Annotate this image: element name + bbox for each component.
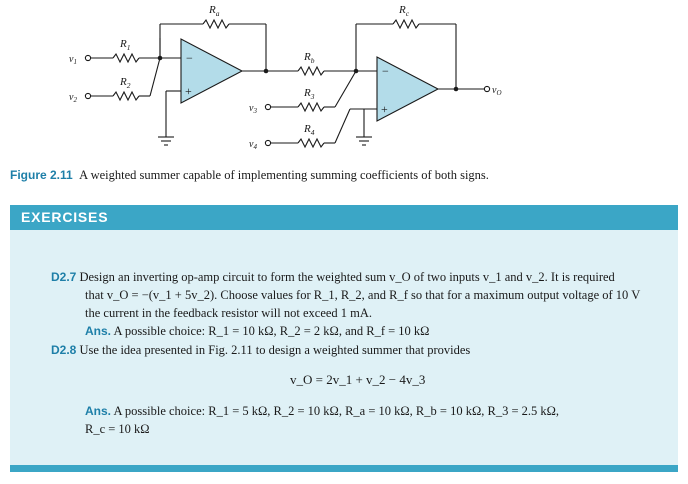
r1-resistor [112,52,140,64]
exercise-d27-line2: that v_O = −(v_1 + 5v_2). Choose values … [85,288,641,302]
exercise-d27: D2.7 Design an inverting op-amp circuit … [51,268,615,287]
v3-label: v3 [249,103,257,115]
op-amp-2 [376,56,440,122]
r4-label: R4 [303,123,315,137]
weighted-summer-circuit: Ra Rc R1 R2 Rb R3 R4 v1 v2 v3 v4 vO − + … [69,4,502,151]
figure-caption-text: A weighted summer capable of implementin… [79,168,489,182]
rc-label: Rc [398,4,410,18]
v4-label: v4 [249,139,257,151]
exercise-d27-id: D2.7 [51,270,77,284]
rb-resistor [297,65,325,77]
exercise-d28-id: D2.8 [51,343,77,357]
exercise-d28: D2.8 Use the idea presented in Fig. 2.11… [51,341,470,360]
exercise-d27-line1: Design an inverting op-amp circuit to fo… [79,270,615,284]
v1-label: v1 [69,54,77,66]
r4-resistor [297,137,325,149]
r2-resistor [112,90,140,102]
ra-resistor [202,18,230,30]
v2-label: v2 [69,92,77,104]
op-amp-1-plus: + [185,84,192,98]
exercise-d27-answer-text: A possible choice: R_1 = 10 kΩ, R_2 = 2 … [113,324,430,338]
op-amp-1 [180,38,244,104]
ra-label: Ra [208,4,220,18]
exercises-bottom-bar [10,465,678,472]
rc-resistor [392,18,420,30]
exercise-d28-answer-line2: R_c = 10 kΩ [85,422,150,436]
exercise-d28-line1: Use the idea presented in Fig. 2.11 to d… [79,343,471,357]
exercises-header: EXERCISES [10,205,678,230]
exercise-d27-answer: Ans. A possible choice: R_1 = 10 kΩ, R_2… [85,322,429,341]
exercise-d28-answer: Ans. A possible choice: R_1 = 5 kΩ, R_2 … [85,402,559,421]
op-amp-2-plus: + [381,102,388,116]
op-amp-2-minus: − [382,64,389,78]
r2-label: R2 [119,76,131,90]
exercises-box: EXERCISES D2.7 Design an inverting op-am… [10,205,678,472]
rb-label: Rb [303,51,315,65]
exercise-d28-equation: v_O = 2v_1 + v_2 − 4v_3 [290,372,426,387]
exercise-d28-answer-label: Ans. [85,404,112,418]
figure-number: Figure 2.11 [10,168,73,182]
r3-resistor [297,101,325,113]
v2-terminal [84,92,92,100]
exercise-d27-line3: the current in the feedback resistor wil… [85,306,373,320]
figure-caption: Figure 2.11 A weighted summer capable of… [10,167,680,183]
exercises-title: EXERCISES [21,209,109,225]
exercise-d27-answer-label: Ans. [85,324,112,338]
vo-terminal [483,85,491,93]
exercise-d28-answer-line1: A possible choice: R_1 = 5 kΩ, R_2 = 10 … [113,404,560,418]
r1-label: R1 [119,38,130,52]
r3-label: R3 [303,87,315,101]
vo-label: vO [492,85,502,97]
op-amp-1-minus: − [186,51,193,65]
v4-terminal [264,139,272,147]
v3-terminal [264,103,272,111]
v1-terminal [84,54,92,62]
